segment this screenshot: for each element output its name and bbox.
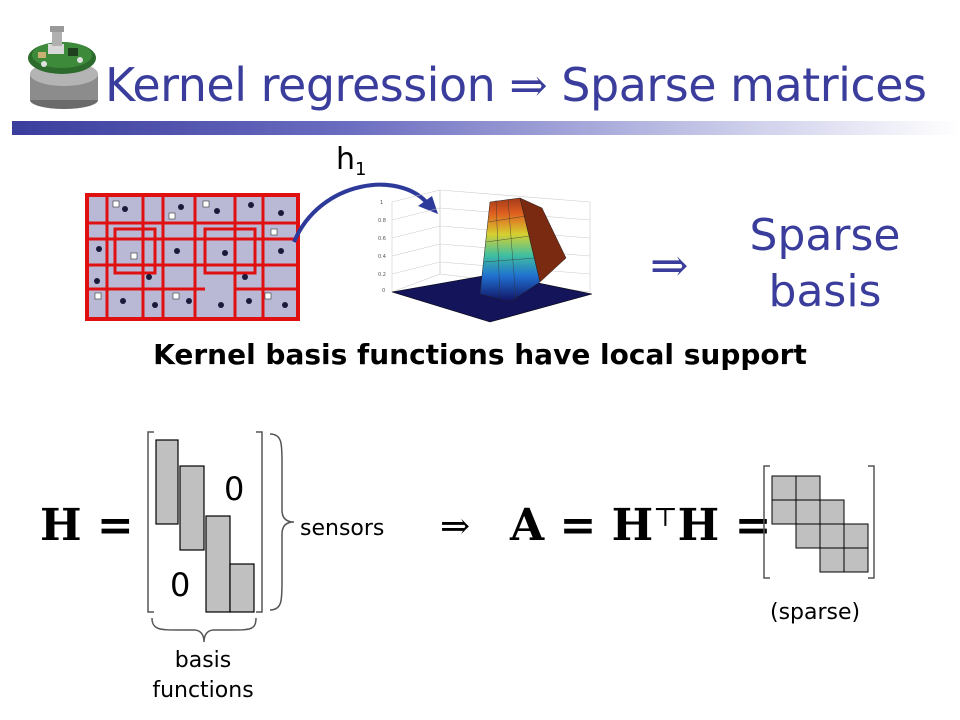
h-label: h: [336, 142, 356, 177]
sparse-basis-text: Sparse basis: [749, 210, 901, 317]
H-matrix: [147, 431, 263, 613]
slide-title: Kernel regression⇒Sparse matrices: [105, 58, 927, 112]
sparse-label: (sparse): [770, 600, 861, 625]
A-sparse-matrix: [763, 465, 875, 579]
svg-text:1: 1: [380, 200, 383, 206]
basis-functions-brace: [151, 617, 257, 643]
svg-text:0.2: 0.2: [378, 272, 386, 278]
title-left: Kernel regression: [105, 58, 496, 112]
sensors-label: sensors: [300, 516, 385, 541]
basis-functions-label: basis functions: [152, 648, 254, 703]
kernel-surface-plot: 1 0.8 0.6 0.4 0.2 0: [378, 189, 593, 323]
H-equals: H =: [40, 500, 134, 551]
zero-lower: 0: [170, 566, 191, 604]
title-right: Sparse matrices: [561, 58, 927, 112]
svg-text:0.6: 0.6: [378, 236, 386, 242]
title-underline-bar: [12, 121, 960, 135]
h-subscript: 1: [355, 159, 367, 180]
A-equals-H: A = H: [510, 500, 654, 551]
local-support-statement: Kernel basis functions have local suppor…: [153, 338, 807, 371]
A-equation: A = H⊤H =: [510, 500, 771, 551]
svg-text:0.4: 0.4: [378, 254, 386, 260]
zero-upper: 0: [224, 470, 245, 508]
implies-arrow-small: ⇒: [440, 506, 471, 547]
H-equals-rest: H =: [677, 500, 772, 551]
title-implies-arrow: ⇒: [509, 58, 548, 112]
implies-arrow: ⇒: [650, 238, 689, 292]
sensor-mote-icon: [28, 26, 98, 109]
h1-label: h1: [336, 142, 366, 180]
svg-text:0.8: 0.8: [378, 218, 386, 224]
sensor-layout-image: [85, 193, 300, 321]
transpose-symbol: ⊤: [653, 503, 678, 533]
sensors-brace: [269, 433, 295, 611]
svg-text:0: 0: [382, 288, 385, 294]
